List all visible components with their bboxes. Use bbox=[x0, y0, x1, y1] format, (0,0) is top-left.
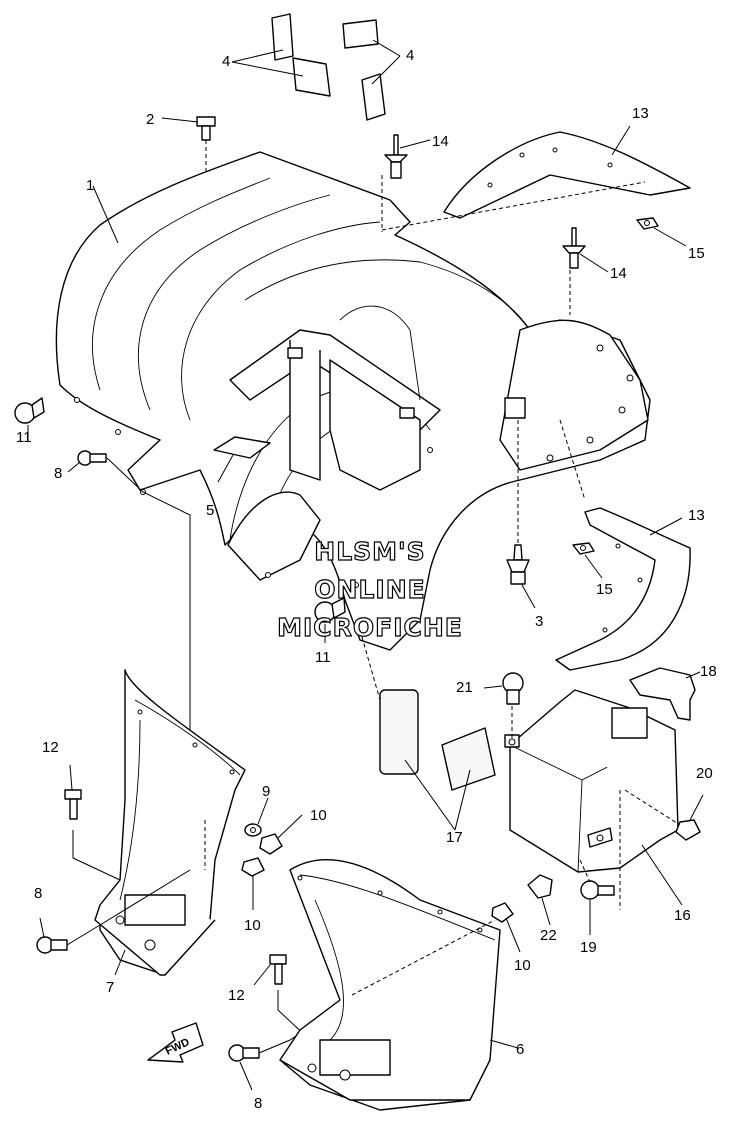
washer-9 bbox=[244, 823, 262, 837]
rear-fender-1 bbox=[55, 151, 651, 651]
callout-13a: 13 bbox=[632, 105, 649, 122]
callout-8a: 8 bbox=[54, 465, 62, 482]
watermark-line-1: HLSM'S bbox=[314, 537, 425, 566]
callout-16: 16 bbox=[674, 907, 691, 924]
callout-10b: 10 bbox=[244, 917, 261, 934]
label-5 bbox=[213, 436, 271, 459]
flap-13b bbox=[555, 507, 691, 671]
callout-4b: 4 bbox=[406, 47, 414, 64]
callout-5: 5 bbox=[206, 502, 214, 519]
bracket-18 bbox=[629, 667, 696, 721]
footwell-6 bbox=[279, 859, 501, 1111]
footwell-7 bbox=[94, 669, 246, 976]
callout-10c: 10 bbox=[514, 957, 531, 974]
box-16 bbox=[504, 689, 679, 873]
pad-17a bbox=[379, 689, 419, 775]
callout-10a: 10 bbox=[310, 807, 327, 824]
callout-1: 1 bbox=[86, 177, 94, 194]
callout-11b: 11 bbox=[315, 649, 331, 666]
clip-21 bbox=[502, 672, 524, 705]
pad-17b bbox=[441, 727, 496, 791]
callout-3: 3 bbox=[535, 613, 543, 630]
watermark-line-3: MICROFICHE bbox=[277, 613, 463, 642]
callout-17: 17 bbox=[446, 829, 463, 846]
callout-21: 21 bbox=[456, 679, 473, 696]
bolt-8b bbox=[36, 936, 68, 954]
callout-7: 7 bbox=[106, 979, 114, 996]
callout-18: 18 bbox=[700, 663, 717, 680]
callout-12b: 12 bbox=[228, 987, 245, 1004]
callout-14b: 14 bbox=[610, 265, 627, 282]
watermark-line-2: ONLINE bbox=[314, 575, 425, 604]
callout-6: 6 bbox=[516, 1041, 524, 1058]
nut-15b bbox=[572, 542, 595, 555]
watermark: HLSM'S ONLINE MICROFICHE bbox=[277, 536, 463, 642]
bolt-2 bbox=[196, 116, 216, 141]
clip-22 bbox=[527, 874, 553, 899]
callout-20: 20 bbox=[696, 765, 713, 782]
callout-15a: 15 bbox=[688, 245, 705, 262]
rivet-14b bbox=[562, 227, 586, 269]
nut-15a bbox=[636, 217, 659, 230]
pad-4-group bbox=[271, 13, 386, 121]
bolt-8c bbox=[228, 1044, 260, 1062]
callout-8b: 8 bbox=[34, 885, 42, 902]
callout-11a: 11 bbox=[16, 429, 32, 446]
nut-20 bbox=[675, 819, 701, 841]
callout-15b: 15 bbox=[596, 581, 613, 598]
callout-13b: 13 bbox=[688, 507, 705, 524]
rivet-14a bbox=[384, 134, 408, 179]
bolt-8a bbox=[77, 450, 107, 466]
clip-11a bbox=[14, 397, 45, 424]
nut-10c bbox=[491, 902, 514, 923]
bolt-12a bbox=[64, 789, 82, 820]
rivet-3 bbox=[506, 544, 530, 585]
nut-10a bbox=[259, 833, 283, 855]
callout-9: 9 bbox=[262, 783, 270, 800]
clip-11b bbox=[314, 597, 346, 623]
callout-22: 22 bbox=[540, 927, 557, 944]
callout-2: 2 bbox=[146, 111, 154, 128]
callout-19: 19 bbox=[580, 939, 597, 956]
bolt-12b bbox=[269, 954, 287, 985]
flap-13a bbox=[443, 131, 691, 219]
callout-8c: 8 bbox=[254, 1095, 262, 1112]
fwd-arrow: FWD bbox=[147, 1022, 204, 1063]
callout-4a: 4 bbox=[222, 53, 230, 70]
nut-10b bbox=[241, 857, 265, 877]
callouts: 4 4 2 13 14 1 15 14 11 8 5 13 15 3 11 18… bbox=[16, 47, 717, 1112]
callout-12a: 12 bbox=[42, 739, 59, 756]
callout-14a: 14 bbox=[432, 133, 449, 150]
bolt-19 bbox=[580, 880, 615, 900]
